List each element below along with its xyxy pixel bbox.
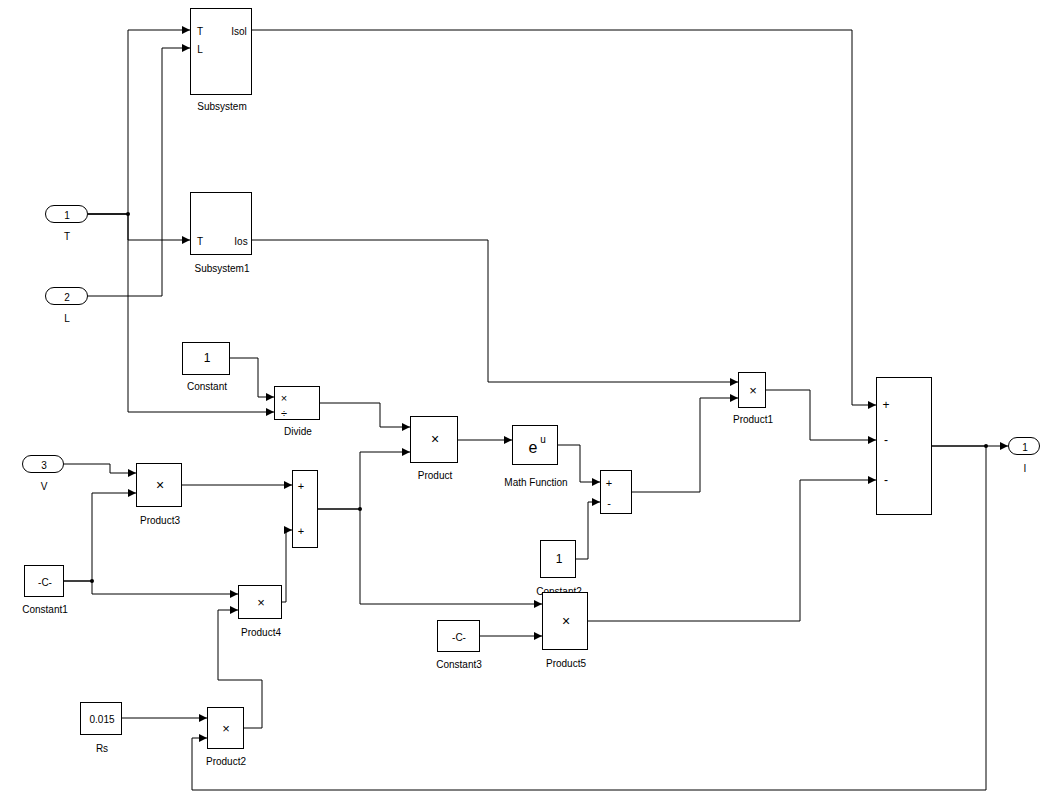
block-text: Ios	[234, 236, 247, 247]
signal-line	[252, 30, 876, 405]
signal-line	[318, 509, 542, 604]
block-text: -	[884, 434, 888, 447]
constant-block: 1Constant	[182, 342, 230, 375]
signal-line	[282, 530, 292, 602]
block-text: +	[882, 399, 889, 412]
signal-line	[64, 464, 136, 473]
block-text: Isol	[231, 26, 247, 37]
block-name: Product1	[733, 414, 773, 425]
math-function-block: euMath Function	[512, 425, 558, 465]
subsystem-block: TLIsolSubsystem	[190, 8, 252, 95]
signal-line	[480, 636, 542, 637]
block-name: Product	[418, 470, 452, 481]
block-text: T	[197, 236, 203, 247]
block-name: Product3	[140, 515, 180, 526]
block-name: Constant1	[22, 604, 68, 615]
block-text: 1	[1022, 442, 1028, 453]
block-name: Product4	[241, 627, 281, 638]
block-text: -C-	[38, 577, 52, 588]
block-name: T	[64, 231, 70, 242]
product-block: ×Product2	[207, 707, 244, 749]
inport: 2L	[45, 287, 88, 305]
signal-line	[64, 493, 136, 581]
block-text: -C-	[452, 632, 466, 643]
block-name: Product5	[546, 658, 586, 669]
signal-line	[318, 452, 410, 509]
product-block: ×Product1	[738, 372, 766, 408]
block-text: L	[197, 44, 203, 55]
block-text: 3	[41, 460, 47, 471]
block-text: ×	[562, 614, 570, 629]
inport: 3V	[22, 455, 64, 473]
junction-dot	[984, 444, 988, 448]
block-text: 1	[64, 210, 70, 221]
block-name: Product2	[206, 756, 246, 767]
junction-dot	[90, 579, 94, 583]
block-text: 2	[64, 292, 70, 303]
signal-line	[632, 398, 738, 492]
block-text: e	[529, 439, 538, 457]
divide-block: ×÷Divide	[274, 386, 320, 420]
block-text: 1	[556, 553, 563, 566]
block-name: Subsystem1	[194, 263, 249, 274]
block-name: Rs	[96, 743, 108, 754]
block-name: L	[64, 313, 70, 324]
block-text: ÷	[281, 407, 287, 419]
block-name: Math Function	[504, 477, 567, 488]
signal-line	[766, 390, 876, 440]
block-text: 0.015	[89, 714, 114, 725]
block-text: -	[607, 497, 611, 509]
junction-dot	[126, 212, 130, 216]
constant-block: 0.015Rs	[80, 702, 122, 735]
block-name: I	[1024, 463, 1027, 474]
block-name: Constant3	[436, 659, 482, 670]
block-text: T	[197, 26, 203, 37]
signal-line	[458, 440, 512, 441]
block-name: Divide	[284, 426, 312, 437]
signal-line	[230, 358, 274, 397]
block-name: Constant	[187, 381, 227, 392]
product-block: ×Product4	[238, 585, 282, 619]
block-text: ×	[156, 478, 164, 493]
sum-block: +-	[600, 470, 632, 514]
signal-line	[88, 214, 190, 240]
product-block: ×Product	[410, 416, 458, 463]
junction-dot	[358, 507, 362, 511]
subsystem-block: TIosSubsystem1	[190, 192, 252, 255]
signal-line	[88, 30, 190, 214]
signal-line	[88, 214, 274, 412]
sum-block: + - -	[876, 377, 932, 515]
signal-line	[252, 240, 738, 382]
block-text: +	[298, 525, 304, 537]
block-text: ×	[257, 596, 265, 610]
signal-line	[64, 581, 238, 594]
constant-block: -C-Constant3	[437, 620, 480, 652]
constant-block: 1Constant2	[540, 540, 576, 578]
signal-line	[192, 446, 986, 790]
block-text: ×	[281, 392, 287, 404]
block-text: ×	[749, 384, 757, 398]
block-text: 1	[204, 352, 211, 365]
block-text: ×	[431, 432, 439, 447]
block-text: u	[540, 434, 546, 445]
block-text: -	[884, 474, 888, 487]
sum-block: ++	[292, 470, 318, 548]
signal-line	[122, 718, 207, 719]
signal-line	[320, 403, 410, 427]
product-block: ×Product3	[136, 463, 182, 507]
block-text: +	[606, 477, 612, 489]
signal-line	[558, 445, 600, 482]
block-name: Subsystem	[197, 101, 246, 112]
block-name: V	[41, 481, 48, 492]
outport: 1I	[1008, 437, 1040, 455]
inport: 1T	[45, 205, 88, 223]
signal-line	[576, 502, 600, 559]
signal-line	[182, 485, 292, 486]
block-text: ×	[222, 722, 230, 736]
product-block: ×Product5	[542, 592, 588, 650]
constant-block: -C-Constant1	[24, 565, 64, 597]
signal-line	[88, 48, 190, 296]
block-text: +	[298, 480, 304, 492]
